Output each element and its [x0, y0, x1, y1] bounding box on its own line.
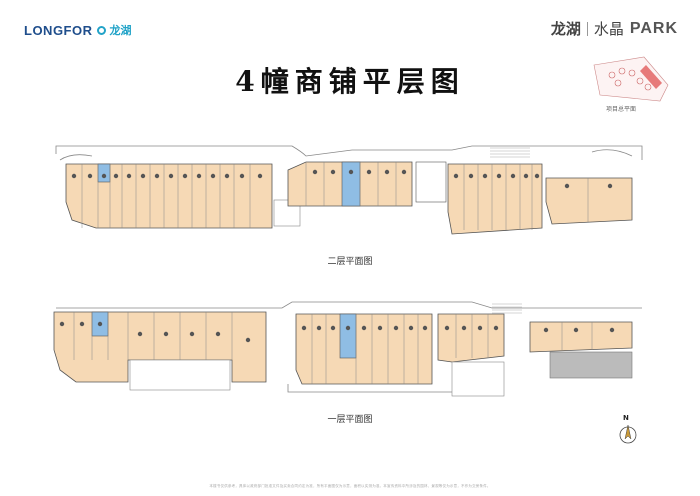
longfor-logo: LONGFOR 龙湖	[24, 22, 132, 38]
north-arrow-icon	[619, 424, 637, 444]
logo-divider	[586, 21, 588, 36]
brand-cn: 龙湖	[109, 24, 132, 37]
floor-label-2f: 二层平面图	[327, 257, 373, 267]
park-name: 水晶	[593, 20, 624, 38]
crystal-park-logo: 龙湖 水晶 PARK	[551, 18, 678, 39]
floor-label-1f: 一层平面图	[327, 415, 373, 425]
floor-plan-2f	[52, 142, 648, 244]
site-keymap	[593, 56, 669, 102]
park-brand-cn: 龙湖	[550, 20, 581, 38]
park-logo-text: PARK	[629, 19, 678, 37]
floor-plan-1f	[52, 300, 648, 402]
keymap-label: 项目总平面	[606, 106, 637, 113]
page-title: 4幢商铺平层图	[235, 65, 465, 98]
brand-mark-icon	[96, 25, 106, 35]
disclaimer: 本楼书仅供参考，具体以政府部门批准文件及买卖合同约定为准，所有平面图仅为示意，面…	[209, 484, 491, 488]
compass-letter: N	[623, 414, 629, 422]
brand-text: LONGFOR	[24, 22, 93, 38]
